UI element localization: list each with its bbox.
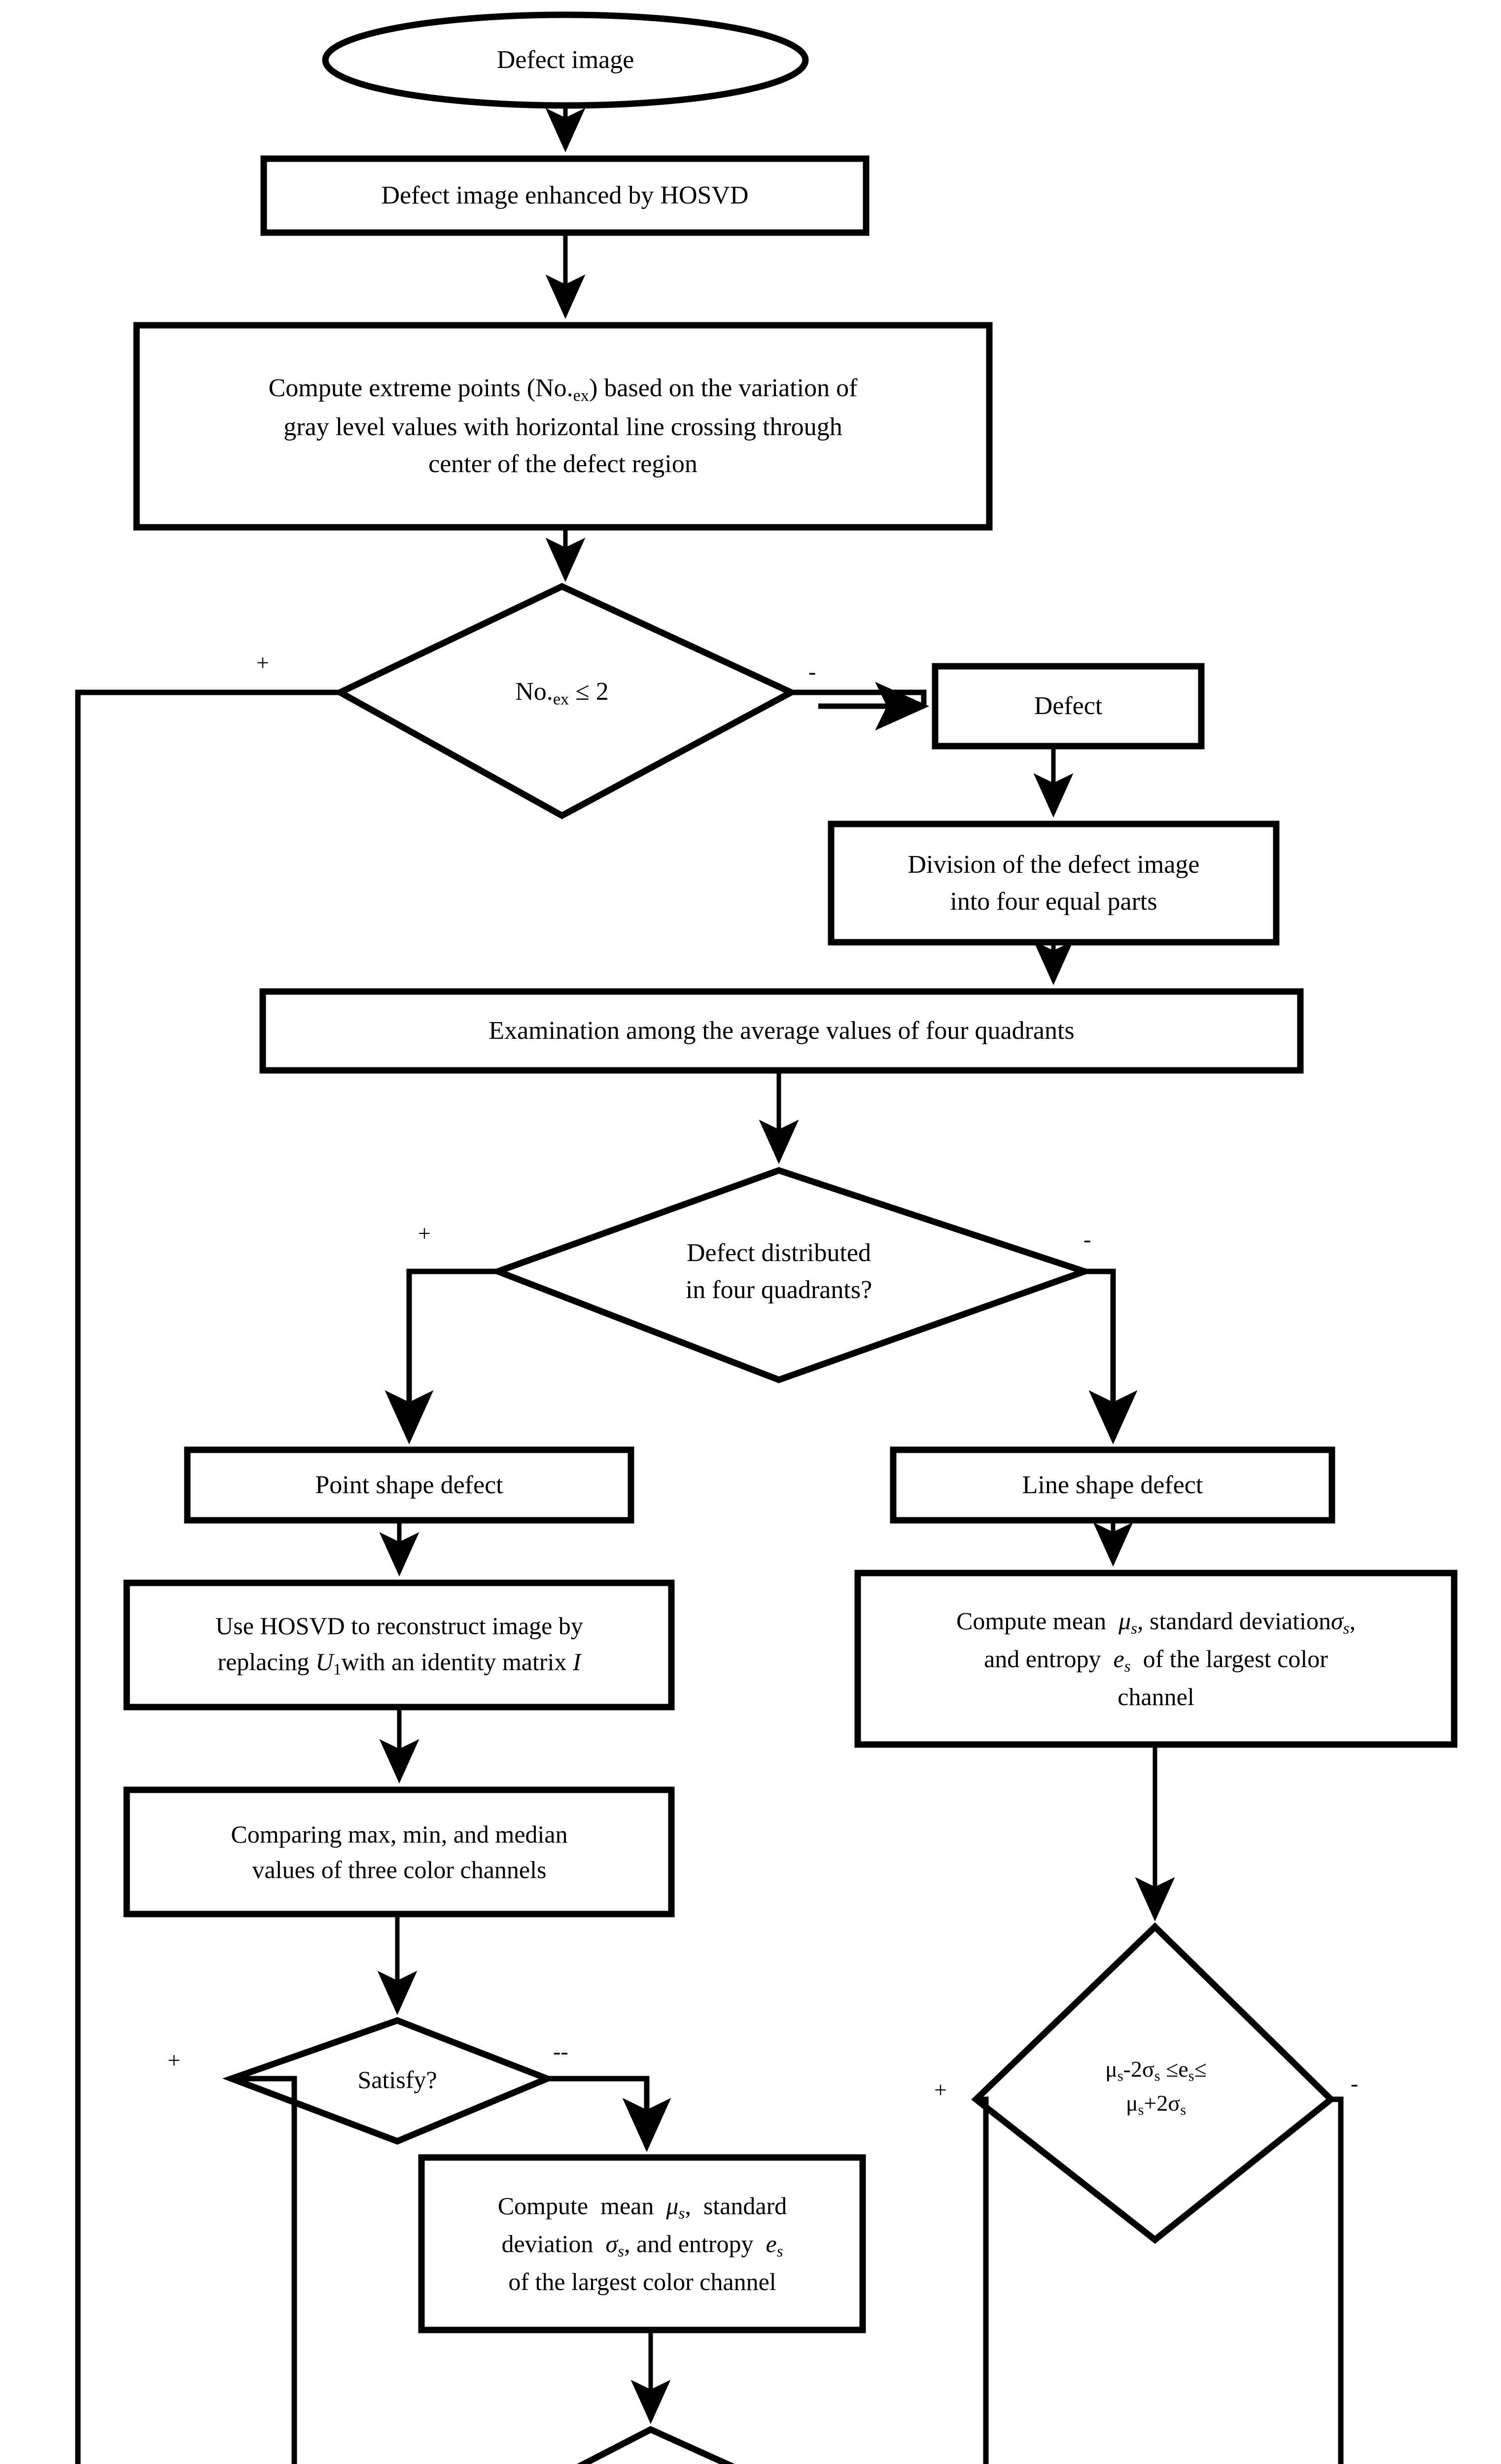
edge-label-quadrants-minus: - (1083, 1227, 1091, 1252)
node-stats-mid-shape (418, 2154, 866, 2333)
edge-quadrants-minus-to-line (1084, 1268, 1138, 1444)
edge-satisfy-plus-to-spot1 (232, 2076, 297, 2464)
node-decision-satisfy-shape (222, 2017, 556, 2145)
edge-label-quadrants-plus: + (418, 1221, 431, 1246)
edge-label-noex-minus: - (808, 659, 816, 684)
edge-label-noex-plus: + (256, 650, 269, 675)
node-decision-quadrants-shape (489, 1167, 1095, 1383)
node-start-shape (322, 11, 809, 109)
node-examination-shape (259, 988, 1304, 1074)
node-point-shape-shape (184, 1446, 634, 1524)
edge-label-satisfy-minus: -- (553, 2039, 568, 2064)
node-compute-extreme-shape (133, 322, 993, 531)
edge-label-sigma2-minus: - (1351, 2071, 1359, 2096)
node-defect-shape (932, 663, 1205, 750)
node-hosvd-reconstruct-shape (123, 1579, 675, 1711)
node-decision-sigma1-shape (577, 2426, 735, 2464)
edge-noex-plus-to-dust (75, 689, 340, 2464)
node-comparing-shape (123, 1786, 675, 1917)
node-enhance-shape (260, 155, 870, 236)
node-line-shape-shape (890, 1446, 1335, 1524)
edge-satisfy-minus-to-stats-mid (547, 2076, 671, 2152)
edge-label-satisfy-plus: + (168, 2048, 180, 2073)
node-decision-sigma2-shape (971, 1922, 1336, 2244)
node-stats-right-shape (854, 1570, 1458, 1748)
node-division-shape (828, 821, 1280, 946)
edge-label-sigma2-plus: + (934, 2077, 947, 2102)
edge-sigma2-plus-to-string (976, 2096, 989, 2464)
node-decision-noex-shape (333, 582, 799, 820)
edge-quadrants-plus-to-point (384, 1268, 498, 1444)
edge-sigma2-minus-to-watermark (1331, 2096, 1344, 2464)
